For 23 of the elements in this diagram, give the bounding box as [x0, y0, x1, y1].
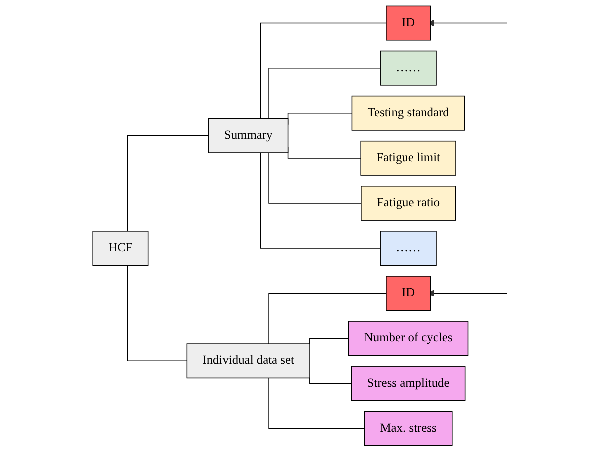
node-box: Fatigue limit	[360, 140, 456, 176]
node-box: ID	[386, 276, 431, 312]
connector	[310, 378, 352, 384]
connector	[268, 68, 381, 120]
node-box: Fatigue ratio	[361, 186, 456, 221]
node-box: Number of cycles	[348, 321, 469, 356]
node-box: Stress amplitude	[351, 366, 466, 402]
node-box: ID	[386, 6, 431, 41]
node-box: Testing standard	[352, 96, 466, 131]
node-box: ……	[380, 50, 437, 86]
node-box: ……	[380, 231, 437, 266]
node-box: Max. stress	[364, 411, 453, 446]
connector	[260, 22, 387, 120]
connector	[268, 378, 366, 430]
node-box: HCF	[92, 231, 149, 266]
connector	[127, 265, 188, 362]
node-box: Individual data set	[186, 344, 310, 379]
connector	[268, 293, 387, 344]
connector	[260, 152, 381, 249]
connector	[310, 338, 350, 344]
connector	[127, 136, 210, 232]
connector	[268, 152, 362, 204]
node-box: Summary	[208, 118, 289, 154]
